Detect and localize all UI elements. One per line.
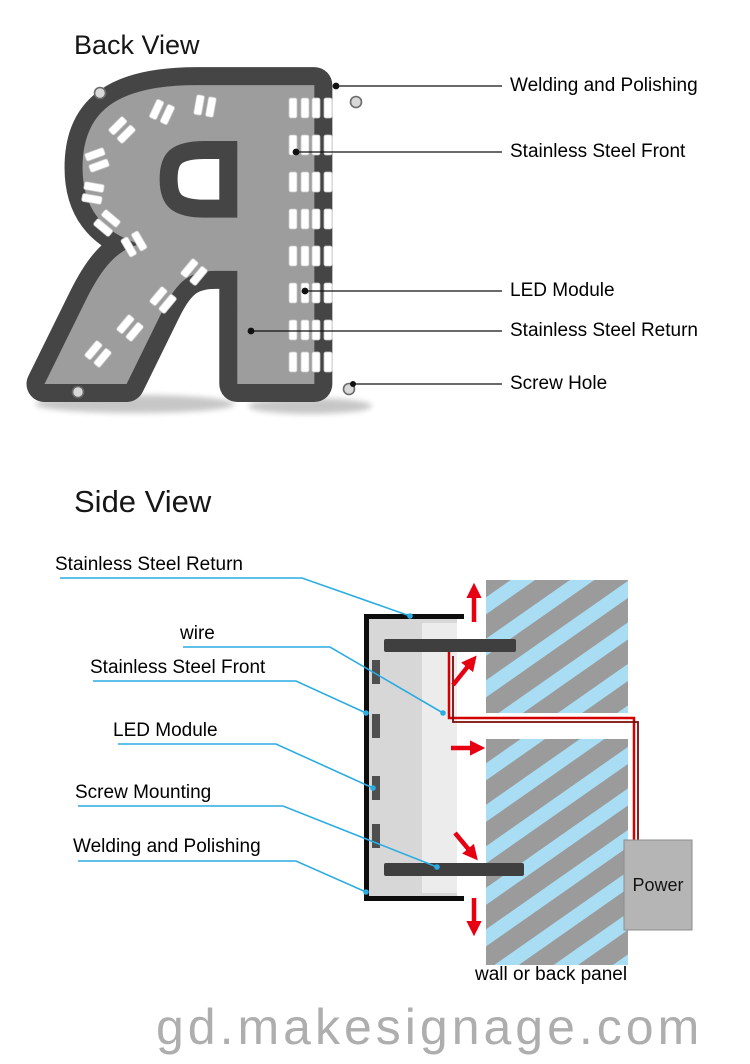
power-label: Power — [632, 874, 684, 895]
letter-cross-section — [364, 614, 524, 901]
led-modules-side — [372, 660, 380, 848]
label-wire: wire — [180, 623, 215, 644]
label-screw-hole: Screw Hole — [510, 373, 608, 394]
label-side-stainless-steel-front: Stainless Steel Front — [90, 657, 266, 678]
screw-top — [384, 639, 516, 652]
back-leader-lines — [251, 85, 502, 385]
label-welding-polishing: Welding and Polishing — [510, 75, 698, 96]
return-top-edge — [364, 614, 464, 619]
return-bottom-edge — [364, 896, 464, 901]
label-side-welding-polishing: Welding and Polishing — [73, 836, 261, 857]
letter-shadow — [35, 395, 372, 414]
label-stainless-steel-return: Stainless Steel Return — [510, 320, 698, 341]
screw-hole — [349, 95, 363, 109]
wall-graphic — [486, 580, 628, 965]
stainless-front-edge — [364, 614, 369, 901]
wire-graphic — [447, 652, 639, 841]
screw-hole — [93, 86, 107, 100]
screw-hole — [71, 385, 85, 399]
label-side-led-module: LED Module — [113, 720, 218, 741]
letter-graphic: R — [18, 0, 370, 499]
letter-glyph: R — [36, 3, 352, 481]
screw-bottom — [384, 863, 524, 876]
wall-caption: wall or back panel — [475, 964, 628, 985]
label-screw-mounting: Screw Mounting — [75, 782, 212, 803]
direction-arrows — [451, 582, 486, 937]
label-side-stainless-steel-return: Stainless Steel Return — [55, 554, 243, 575]
side-view-graphic — [60, 577, 693, 965]
side-view-title: Side View — [74, 484, 212, 519]
side-leader-lines — [60, 577, 444, 893]
watermark: gd.makesignage.com — [156, 999, 704, 1055]
side-leader-dots — [363, 613, 446, 895]
back-view-title: Back View — [74, 30, 200, 60]
label-led-module: LED Module — [510, 280, 615, 301]
back-leader-dots — [247, 82, 356, 387]
label-stainless-steel-front: Stainless Steel Front — [510, 141, 686, 162]
screw-holes — [71, 86, 363, 399]
power-supply-box — [623, 839, 693, 931]
back-view-graphic: R — [18, 0, 502, 499]
